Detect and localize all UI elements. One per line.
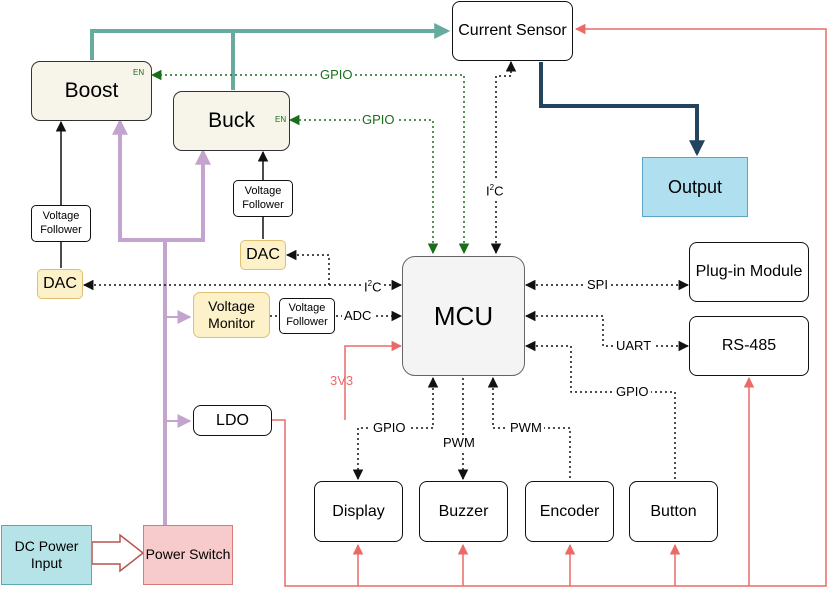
voltage-follower-buck[interactable]: Voltage Follower — [233, 180, 293, 217]
plugin-module[interactable]: Plug-in Module — [689, 242, 809, 302]
current-sensor-label: Current Sensor — [458, 22, 567, 39]
voltage-monitor-label: Voltage Monitor — [208, 297, 255, 332]
dac-top[interactable]: DAC — [240, 240, 286, 270]
buck-enable-tag: EN — [275, 115, 287, 124]
voltage-monitor[interactable]: Voltage Monitor — [193, 292, 270, 338]
power-switch-label: Power Switch — [145, 546, 231, 563]
mcu-label: MCU — [433, 300, 494, 331]
buck-label: Buck — [208, 108, 255, 132]
supply-3v3-label: 3V3 — [330, 373, 354, 388]
input-rail — [112, 118, 211, 525]
rs485-block[interactable]: RS-485 — [689, 316, 809, 376]
gpio-display-label: GPIO — [371, 420, 408, 435]
dac-left-label: DAC — [43, 275, 77, 292]
follower-lines — [55, 120, 269, 268]
mcu-block[interactable]: MCU — [402, 256, 525, 376]
supply-3v3 — [272, 23, 827, 587]
boost-label: Boost — [64, 78, 119, 102]
output-block[interactable]: Output — [642, 157, 748, 217]
encoder-label: Encoder — [539, 502, 600, 520]
output-label: Output — [667, 176, 723, 197]
enable-lines — [150, 69, 470, 255]
i2c-sensor-label: I2C — [484, 181, 506, 199]
uart-label: UART — [614, 338, 654, 353]
button-label: Button — [650, 502, 697, 520]
gpio-boost-label: GPIO — [318, 67, 355, 82]
display-block[interactable]: Display — [314, 481, 403, 542]
button-block[interactable]: Button — [629, 481, 718, 542]
voltage-follower-boost[interactable]: Voltage Follower — [31, 205, 91, 242]
i2c-dac-label: I2C — [362, 277, 384, 295]
current-sensor[interactable]: Current Sensor — [452, 1, 573, 61]
buzzer-block[interactable]: Buzzer — [419, 481, 508, 542]
dc-power-input[interactable]: DC Power Input — [1, 525, 92, 585]
buzzer-label: Buzzer — [438, 502, 489, 520]
display-label: Display — [332, 502, 385, 520]
dc-power-input-label: DC Power Input — [14, 537, 79, 572]
voltage-follower-buck-label: Voltage Follower — [242, 184, 284, 211]
dac-top-label: DAC — [246, 246, 280, 263]
power-switch[interactable]: Power Switch — [143, 525, 233, 585]
pwm-encoder-label: PWM — [508, 420, 544, 435]
input-rail-branches — [165, 310, 192, 428]
output-path — [539, 62, 705, 157]
gpio-button-label: GPIO — [614, 384, 651, 399]
rs485-label: RS-485 — [721, 337, 777, 354]
buck-converter[interactable]: Buck — [173, 91, 290, 151]
voltage-follower-boost-label: Voltage Follower — [40, 209, 82, 236]
plugin-module-label: Plug-in Module — [695, 263, 803, 280]
dac-left[interactable]: DAC — [37, 269, 83, 299]
pwm-buzzer-label: PWM — [441, 435, 477, 450]
gpio-buck-label: GPIO — [360, 112, 397, 127]
spi-label: SPI — [585, 277, 610, 292]
encoder-block[interactable]: Encoder — [525, 481, 614, 542]
adc-label: ADC — [342, 308, 374, 323]
ldo-label: LDO — [216, 411, 249, 429]
voltage-follower-adc-label: Voltage Follower — [286, 302, 328, 328]
ldo-block[interactable]: LDO — [193, 405, 272, 436]
voltage-follower-adc[interactable]: Voltage Follower — [279, 298, 335, 334]
boost-converter[interactable]: Boost — [31, 61, 152, 121]
dc-input-arrow — [91, 533, 145, 573]
boost-enable-tag: EN — [133, 68, 145, 77]
